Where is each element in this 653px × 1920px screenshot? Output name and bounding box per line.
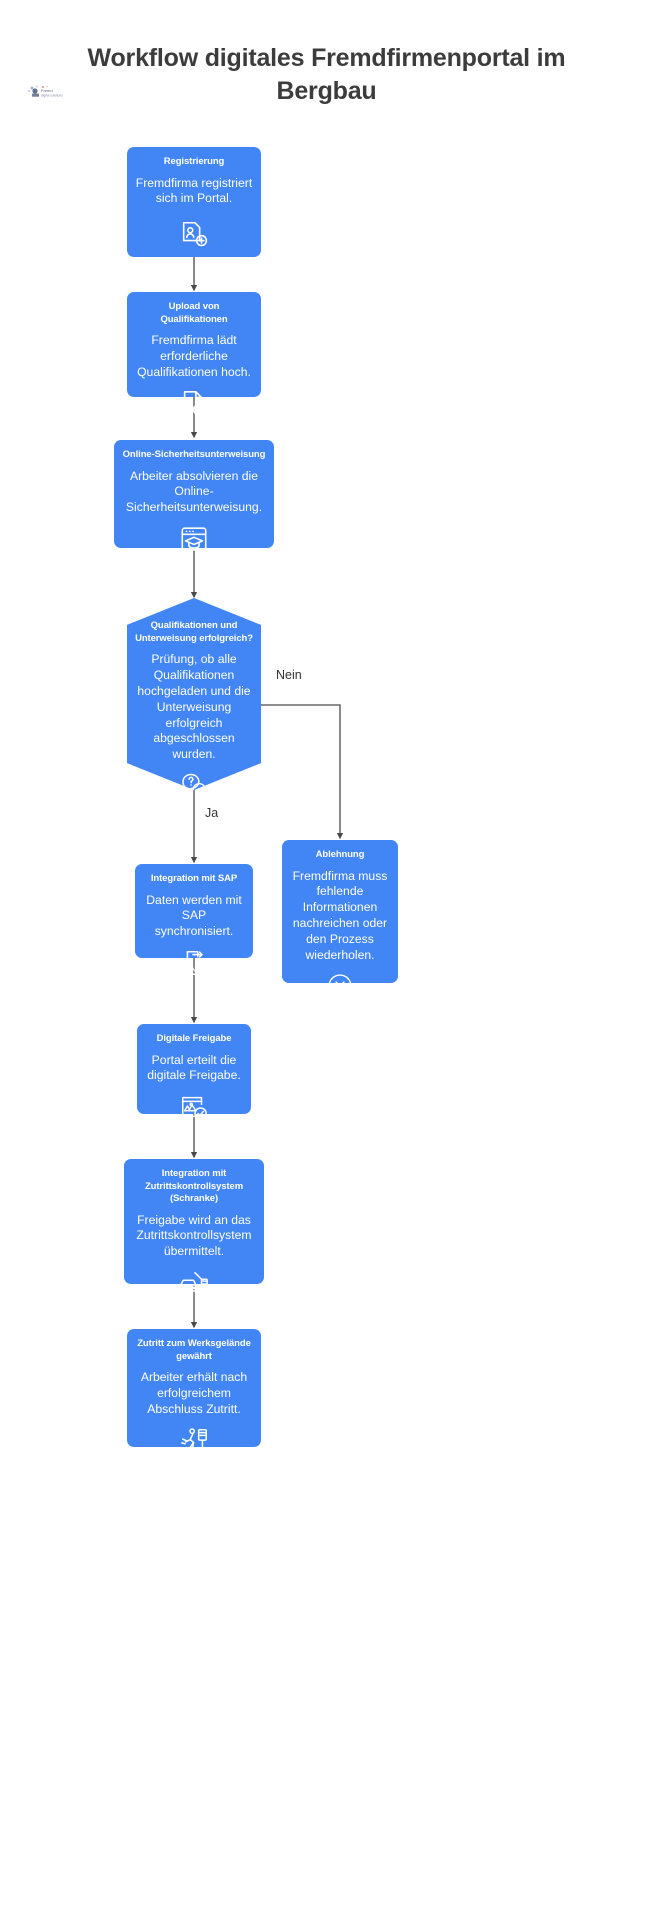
brand-logo-icon: Fremd digital solutions (26, 84, 66, 100)
browser-graduation-cap-icon (179, 520, 209, 554)
question-check-bubble-icon (180, 767, 208, 790)
flow-node-title: Integration mit Zutrittskontrollsystem (… (144, 1168, 244, 1205)
circle-x-icon (326, 968, 354, 1000)
flow-node-title: Online-Sicherheitsunterweisung (122, 449, 266, 460)
flow-node-description: Arbeiter absolvieren die Online-Sicherhe… (125, 468, 263, 515)
car-barrier-gate-icon (178, 1264, 210, 1298)
page-header: Workflow digitales Fremdfirmenportal im … (0, 42, 653, 108)
edge-label-ja: Ja (205, 806, 219, 820)
edge-label-nein: Nein (276, 668, 302, 682)
flow-node-title: Integration mit SAP (150, 873, 238, 884)
flow-node-freigabe[interactable]: Digitale Freigabe Portal erteilt die dig… (137, 1024, 251, 1121)
page-title: Workflow digitales Fremdfirmenportal im … (87, 44, 566, 105)
api-document-icon: API (179, 944, 209, 978)
flow-node-zutritt[interactable]: Zutritt zum Werksgelände gewährt Arbeite… (127, 1329, 261, 1453)
flow-node-title: Upload von Qualifikationen (160, 301, 228, 325)
flow-node-registrierung[interactable]: Registrierung Fremdfirma registriert sic… (127, 147, 261, 257)
approved-document-check-icon (179, 1088, 209, 1122)
flow-node-title: Qualifikationen und Unterweisung erfolgr… (135, 620, 253, 644)
flow-node-description: Fremdfirma lädt erforderliche Qualifikat… (137, 333, 251, 379)
flow-node-description: Fremdfirma registriert sich im Portal. (135, 175, 253, 206)
flow-node-title: Zutritt zum Werksgelände gewährt (137, 1338, 251, 1362)
flow-node-upload[interactable]: Upload von Qualifikationen Fremdfirma lä… (127, 292, 261, 416)
flow-node-pruefung[interactable]: Qualifikationen und Unterweisung erfolgr… (127, 598, 261, 790)
person-turnstile-icon (179, 1422, 209, 1456)
svg-text:Fremd: Fremd (41, 88, 53, 93)
flow-node-description: Prüfung, ob alle Qualifikationen hochgel… (137, 652, 251, 762)
flow-node-sap[interactable]: Integration mit SAP Daten werden mit SAP… (135, 864, 253, 976)
flow-node-ablehnung[interactable]: Ablehnung Fremdfirma muss fehlende Infor… (282, 840, 398, 998)
document-upload-icon (179, 385, 209, 419)
user-document-add-icon (179, 215, 209, 249)
flow-node-description: Freigabe wird an das Zutrittskontrollsys… (136, 1212, 252, 1259)
flow-node-zutrittskontrolle[interactable]: Integration mit Zutrittskontrollsystem (… (124, 1159, 264, 1292)
flow-node-title: Ablehnung (315, 849, 365, 860)
flow-node-description: Fremdfirma muss fehlende Informationen n… (292, 868, 388, 962)
flow-node-title: Digitale Freigabe (156, 1033, 232, 1044)
svg-text:API: API (189, 964, 203, 974)
flow-node-description: Daten werden mit SAP synchronisiert. (146, 892, 242, 939)
flow-node-unterweisung[interactable]: Online-Sicherheitsunterweisung Arbeiter … (114, 440, 274, 551)
flow-node-title: Registrierung (163, 156, 225, 167)
flow-node-description: Portal erteilt die digitale Freigabe. (147, 1052, 241, 1083)
svg-text:digital solutions: digital solutions (41, 94, 63, 98)
flow-node-description: Arbeiter erhält nach erfolgreichem Absch… (140, 1370, 248, 1416)
